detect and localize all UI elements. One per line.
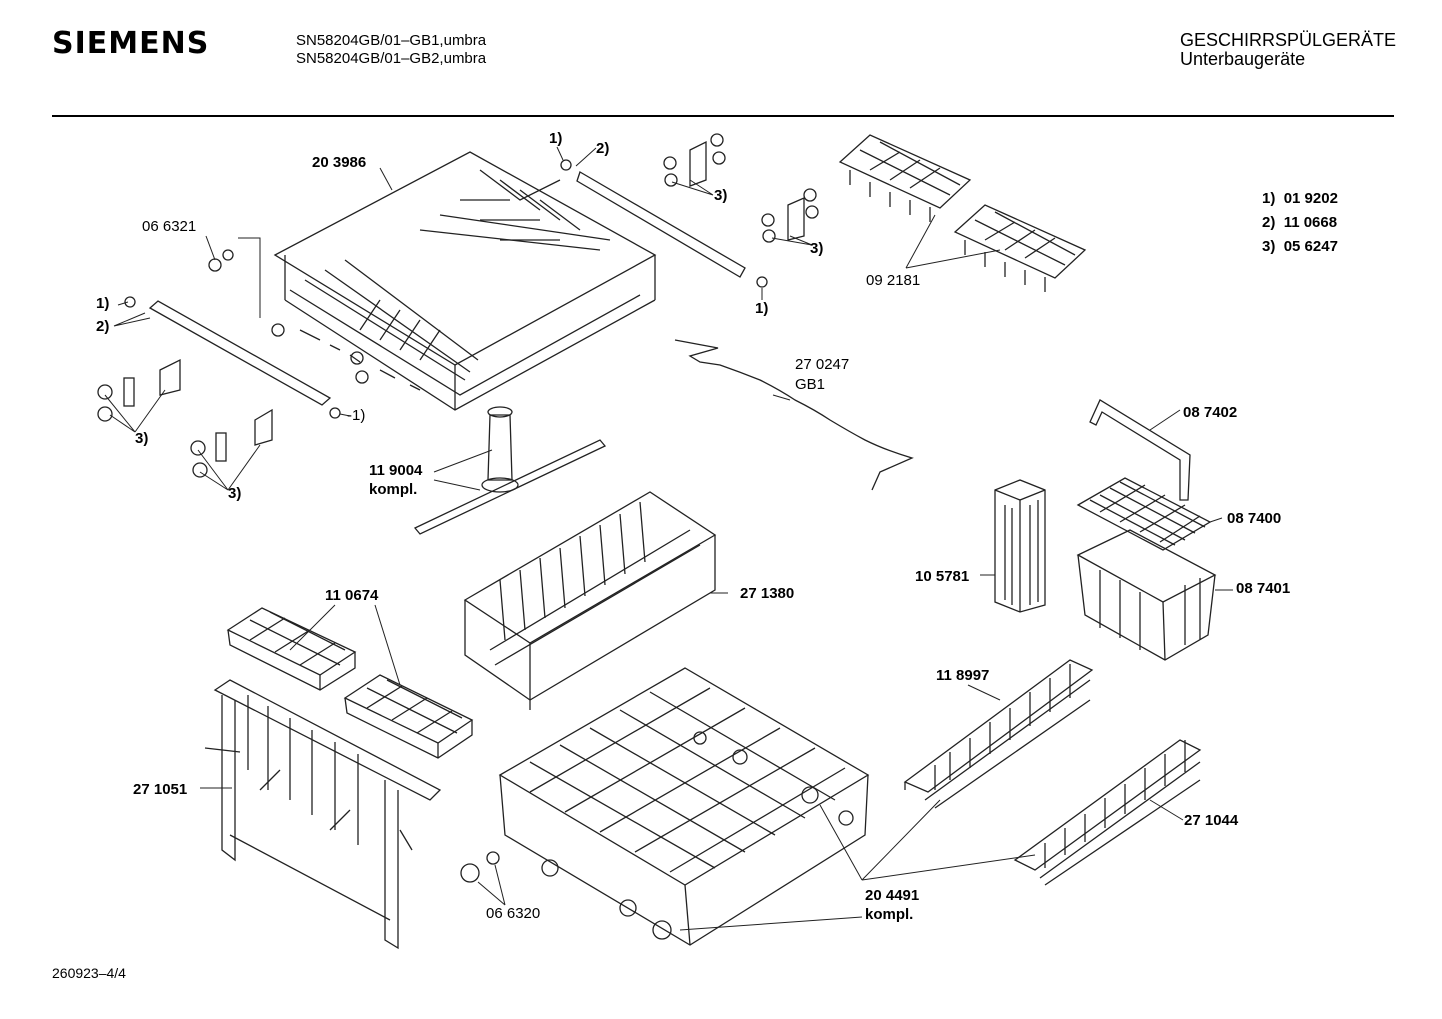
label-lower-basket: 20 4491 [865, 887, 920, 904]
callout-1-rail: -1) [347, 407, 366, 424]
label-spray-arm: 11 9004 [369, 462, 423, 479]
document-reference: 260923–4/4 [52, 965, 126, 981]
label-tip-rack: 11 8997 [936, 667, 990, 684]
label-roller-left: 06 6321 [142, 218, 197, 235]
label-small-racks: 11 0674 [325, 587, 379, 604]
label-plate-rack: 27 1380 [740, 585, 795, 602]
cutlery-insert-drawing [994, 479, 1046, 613]
cutlery-lid-drawing [1076, 477, 1212, 551]
label-tip-rack-2: 27 1044 [1184, 812, 1239, 829]
brand-logo: SIEMENS [52, 26, 210, 61]
callout-2-top: 2) [596, 140, 610, 157]
legend-marker: 2) [1262, 214, 1276, 231]
callout-3-lower: 3) [228, 485, 242, 502]
callout-1-right: 1) [755, 300, 769, 317]
label-cutlery-basket: 08 7401 [1236, 580, 1291, 597]
handle-drawing [1089, 399, 1191, 501]
model-line-1: SN58204GB/01–GB1,umbra [296, 32, 487, 49]
legend-row-2: 2) 11 0668 [1262, 214, 1337, 231]
lower-basket-drawing [460, 667, 870, 946]
callout-3-left: 3) [135, 430, 149, 447]
label-wire-guide-variant: GB1 [795, 376, 826, 393]
frame-rack-drawing [204, 679, 442, 950]
label-spray-arm-note: kompl. [369, 481, 418, 498]
legend-row-3: 3) 05 6247 [1262, 238, 1338, 255]
callout-1-left: 1) [96, 295, 110, 312]
tip-racks-drawing [903, 659, 1202, 886]
header-divider [52, 115, 1394, 117]
model-line-2: SN58204GB/01–GB2,umbra [296, 50, 487, 67]
label-cup-racks: 09 2181 [866, 272, 921, 289]
leader-lines [104, 146, 1233, 931]
upper-basket-drawing [273, 151, 657, 411]
cup-racks-drawing [838, 134, 1087, 292]
legend-part: 01 9202 [1283, 190, 1338, 207]
label-cutlery-lid: 08 7400 [1227, 510, 1282, 527]
label-frame-rack: 27 1051 [133, 781, 188, 798]
label-upper-basket: 20 3986 [312, 154, 367, 171]
legend-marker: 1) [1262, 190, 1276, 207]
legend-part: 11 0668 [1283, 214, 1338, 231]
callout-1-top: 1) [549, 130, 563, 147]
legend-row-1: 1) 01 9202 [1262, 190, 1338, 207]
label-lower-basket-note: kompl. [865, 906, 914, 923]
callout-3-right: 3) [810, 240, 824, 257]
label-cutlery-insert: 10 5781 [915, 568, 970, 585]
callout-2-left: 2) [96, 318, 110, 335]
callout-3-top: 3) [714, 187, 728, 204]
wire-guide-drawing [674, 339, 914, 491]
label-roller-bottom: 06 6320 [486, 905, 541, 922]
legend-marker: 3) [1262, 238, 1276, 255]
subcategory-title: Unterbaugeräte [1180, 49, 1306, 69]
small-racks-drawing [226, 607, 474, 759]
category-title: GESCHIRRSPÜLGERÄTE [1180, 30, 1397, 50]
spray-arm-drawing [413, 406, 607, 535]
legend-part: 05 6247 [1283, 238, 1338, 255]
clip-parts-drawing [97, 133, 819, 478]
cutlery-basket-drawing [1076, 529, 1217, 661]
label-wire-guide: 27 0247 [795, 356, 850, 373]
label-handle: 08 7402 [1183, 404, 1238, 421]
right-rail-drawing [576, 171, 746, 278]
plate-rack-drawing [463, 491, 717, 710]
left-rail-drawing [148, 300, 332, 406]
